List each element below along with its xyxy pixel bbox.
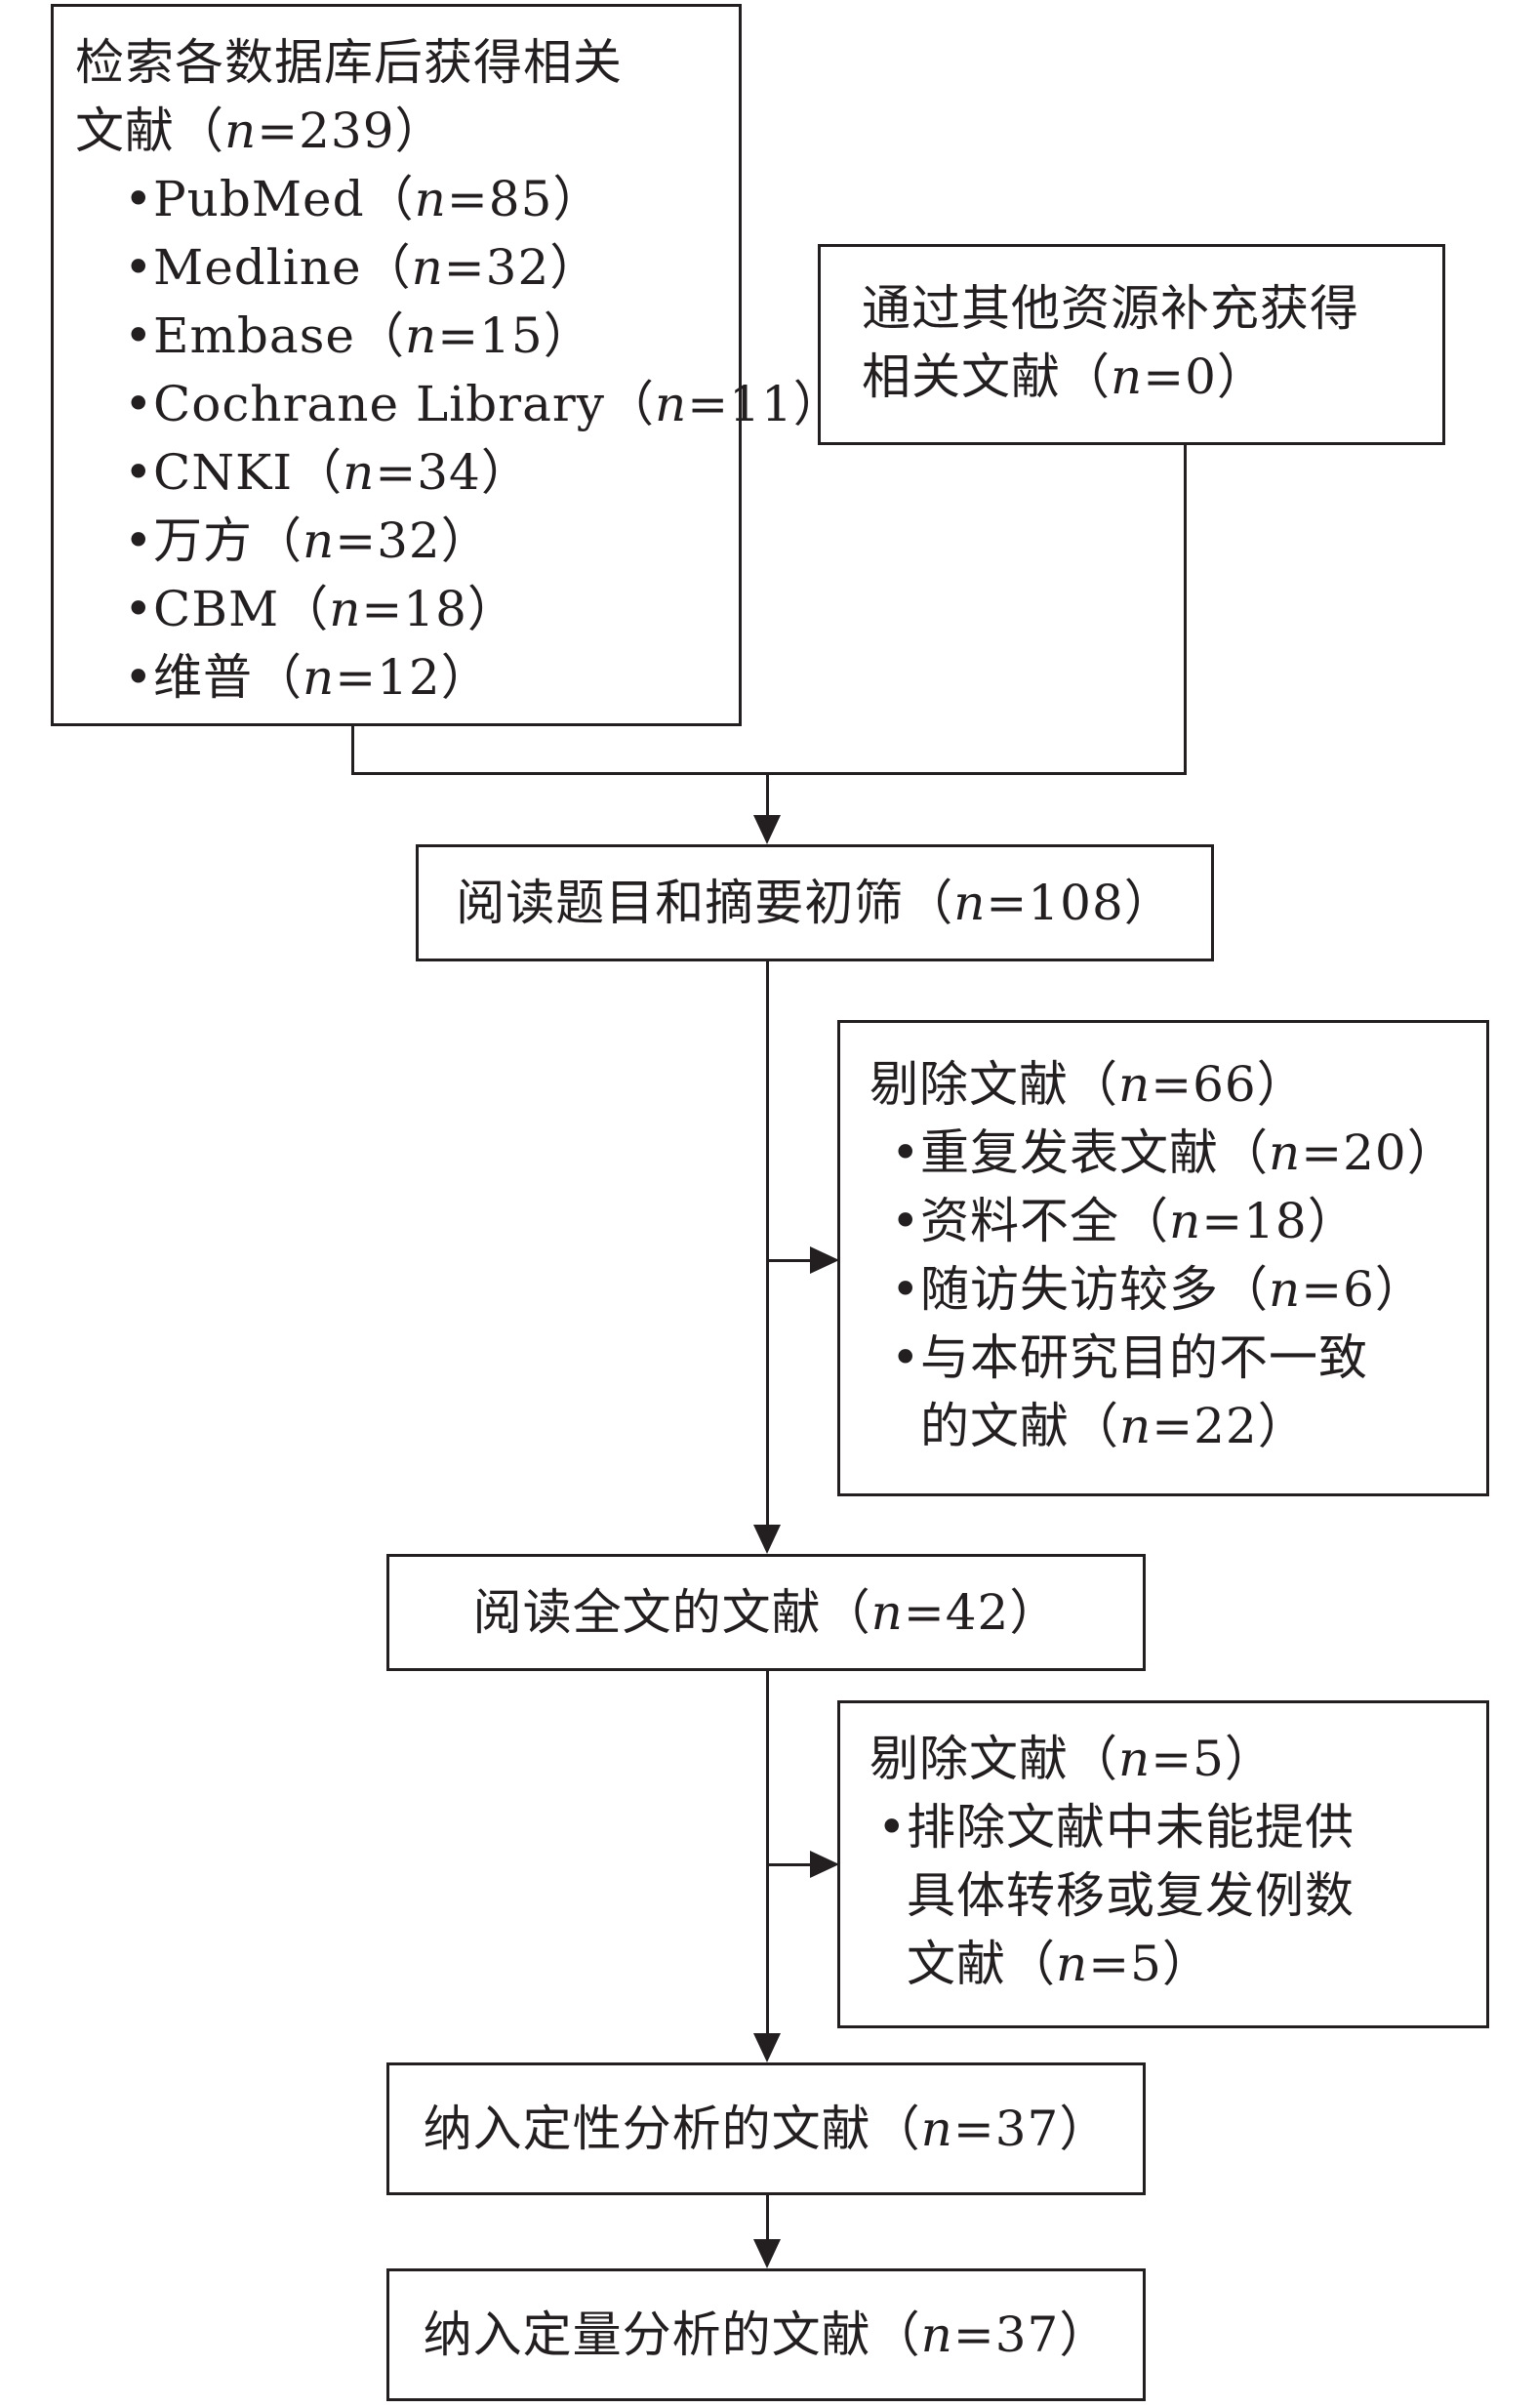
exclude1-reason-item: •重复发表文献（n=20）	[891, 1124, 1457, 1181]
other-sources-line2: 相关文献（n=0）	[862, 348, 1267, 405]
database-name: PubMed	[153, 171, 365, 227]
exclude1-reason-list: •重复发表文献（n=20） •资料不全（n=18） •随访失访较多（n=6）	[891, 1119, 1457, 1324]
exclude1-reason-item-cont: 的文献（n=22）	[920, 1398, 1308, 1454]
database-count: =34）	[375, 444, 531, 501]
exclusion-box-2: 剔除文献（n=5） •排除文献中未能提供 具体转移或复发例数 文献（n=5）	[837, 1700, 1489, 2028]
title-abstract-screening-box: 阅读题目和摘要初筛（n=108）	[416, 844, 1214, 961]
arrow-to-exclude2	[810, 1851, 839, 1878]
other-sources-line1: 通过其他资源补充获得	[862, 280, 1359, 337]
screening-label: 阅读题目和摘要初筛（n=108）	[456, 875, 1174, 931]
search-title-line2: 文献（n=239）	[75, 102, 445, 159]
database-item: •Cochrane Library（n=11）	[124, 376, 843, 432]
exclude2-reason-line2: 具体转移或复发例数	[907, 1867, 1355, 1924]
database-name: CNKI	[153, 444, 294, 501]
database-count: =12）	[335, 649, 491, 706]
exclusion-box-1: 剔除文献（n=66） •重复发表文献（n=20） •资料不全（n=18） •随访失访…	[837, 1020, 1489, 1496]
database-name: 万方	[153, 512, 253, 569]
database-count: =18）	[361, 581, 517, 637]
database-name: Medline	[153, 239, 362, 296]
database-item: •维普（n=12）	[124, 649, 491, 706]
connector-merge-horizontal	[351, 772, 1187, 775]
database-name: Cochrane Library	[153, 376, 606, 432]
fulltext-label: 阅读全文的文献（n=42）	[472, 1584, 1060, 1641]
connector-to-exclude1	[766, 1259, 825, 1262]
database-name: 维普	[153, 649, 253, 706]
connector-to-exclude2	[766, 1863, 825, 1866]
exclude1-reason-item: •随访失访较多（n=6）	[891, 1261, 1425, 1318]
arrow-to-screen	[753, 815, 781, 844]
database-search-box: 检索各数据库后获得相关 文献（n=239） •PubMed（n=85） •Medl…	[51, 4, 842, 726]
arrow-to-exclude1	[810, 1246, 839, 1274]
qualitative-label: 纳入定性分析的文献（n=37）	[423, 2101, 1110, 2157]
arrow-to-fulltext	[753, 1525, 781, 1554]
exclude1-reason-item: •与本研究目的不一致	[891, 1329, 1368, 1386]
fulltext-review-box: 阅读全文的文献（n=42）	[386, 1554, 1146, 1671]
exclude1-title: 剔除文献（n=66）	[870, 1056, 1307, 1113]
database-list: •PubMed（n=85） •Medline（n=32） •Embase（n=15）…	[124, 165, 843, 712]
database-item: •Medline（n=32）	[124, 239, 600, 296]
exclude2-title: 剔除文献（n=5）	[870, 1731, 1274, 1787]
database-name: Embase	[153, 307, 355, 364]
connector-qual-to-quant	[766, 2195, 769, 2257]
connector-merge-to-screen	[766, 772, 769, 835]
database-item: •CNKI（n=34）	[124, 444, 531, 501]
other-sources-box: 通过其他资源补充获得 相关文献（n=0）	[818, 244, 1445, 445]
qualitative-analysis-box: 纳入定性分析的文献（n=37）	[386, 2062, 1146, 2195]
exclude2-reason-line3: 文献（n=5）	[907, 1936, 1212, 1992]
quantitative-analysis-box: 纳入定量分析的文献（n=37）	[386, 2268, 1146, 2401]
connector-screen-down	[766, 961, 769, 1542]
connector-fulltext-down	[766, 1671, 769, 2052]
database-count: =11）	[687, 376, 843, 432]
database-count: =15）	[437, 307, 593, 364]
database-item: •CBM（n=18）	[124, 581, 517, 637]
database-name: CBM	[153, 581, 280, 637]
database-item: •PubMed（n=85）	[124, 171, 603, 227]
arrow-to-qualitative	[753, 2033, 781, 2062]
arrow-to-quantitative	[753, 2239, 781, 2268]
exclude1-reason-item: •资料不全（n=18）	[891, 1193, 1357, 1249]
database-item: •万方（n=32）	[124, 512, 491, 569]
connector-other-down	[1184, 445, 1187, 775]
database-count: =32）	[443, 239, 600, 296]
quantitative-label: 纳入定量分析的文献（n=37）	[423, 2306, 1110, 2363]
exclude2-reason-line1: •排除文献中未能提供	[877, 1799, 1355, 1856]
connector-search-down	[351, 726, 354, 775]
database-count: =32）	[335, 512, 491, 569]
database-count: =85）	[446, 171, 603, 227]
database-item: •Embase（n=15）	[124, 307, 593, 364]
search-title-line1: 检索各数据库后获得相关	[75, 34, 623, 91]
